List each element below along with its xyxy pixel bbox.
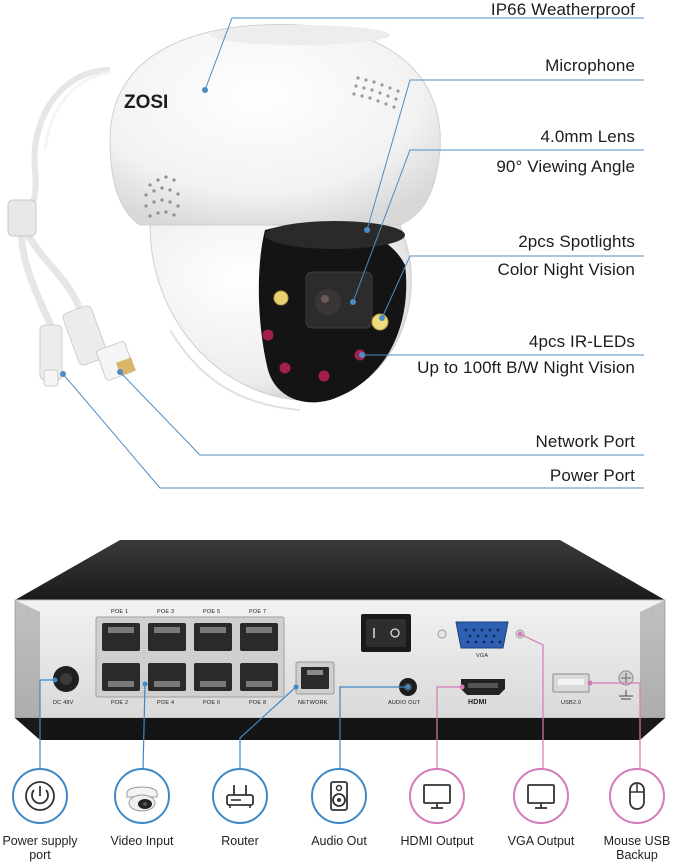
power-icon (12, 768, 68, 824)
vga-label: VGA (476, 653, 489, 659)
vga-output-label: VGA Output (507, 834, 575, 848)
monitor-icon (409, 768, 465, 824)
poe5-label: POE 5 (203, 609, 221, 615)
audio-out-label: Audio Out (311, 834, 367, 848)
mouse-icon (609, 768, 665, 824)
lens-housing (305, 271, 373, 329)
router-item: Router (194, 768, 286, 848)
callout-network-port-title: Network Port (535, 432, 635, 451)
vga-port (455, 621, 509, 649)
ir-leds (262, 329, 366, 382)
dc-jack (53, 666, 79, 692)
monitor-icon (513, 768, 569, 824)
power-supply-port-label: Power supply port (2, 834, 78, 862)
router-label: Router (221, 834, 259, 848)
poe-ports (95, 616, 285, 698)
power-supply-port-item: Power supply port (0, 768, 86, 862)
poe4-label: POE 4 (157, 700, 175, 706)
poe3-label: POE 3 (157, 609, 175, 615)
callout-power-port-title: Power Port (549, 466, 635, 485)
vga-output-item: VGA Output (495, 768, 587, 848)
poe8-label: POE 8 (249, 700, 267, 706)
lens (315, 289, 341, 315)
callout-lens-sub: 90° Viewing Angle (496, 157, 635, 176)
audio-out-item: Audio Out (293, 768, 385, 848)
camera-icon (114, 768, 170, 824)
power-connector (39, 324, 63, 387)
microphone-holes (352, 76, 400, 109)
speaker-icon (311, 768, 367, 824)
callout-microphone-title: Microphone (545, 56, 635, 75)
audio-jack (399, 678, 417, 696)
callout-spotlights-sub: Color Night Vision (497, 260, 635, 279)
poe1-label: POE 1 (111, 609, 129, 615)
callout-lens-title: 4.0mm Lens (540, 127, 635, 146)
cable-splitter (7, 199, 37, 237)
spotlight-left (273, 290, 289, 306)
callout-leaders (62, 17, 644, 489)
mouse-usb-backup-item: Mouse USB Backup (592, 768, 679, 862)
hdmi-label: HDMI (468, 699, 487, 706)
router-icon (212, 768, 268, 824)
ground-screw (618, 670, 634, 686)
poe7-label: POE 7 (249, 609, 267, 615)
nvr-recorder (14, 540, 666, 740)
callout-weatherproof-title: IP66 Weatherproof (490, 0, 635, 19)
camera-ball (149, 224, 412, 401)
cable (19, 67, 111, 227)
power-switch (361, 614, 411, 652)
video-input-item: Video Input (96, 768, 188, 848)
audio-out-label: AUDIO OUT (388, 700, 421, 706)
speaker-grill (144, 175, 180, 218)
hdmi-port (461, 679, 505, 695)
mouse-usb-backup-label: Mouse USB Backup (603, 834, 671, 862)
callout-irleds-title: 4pcs IR-LEDs (528, 332, 635, 351)
camera-faceplate (258, 223, 407, 403)
network-connector (62, 305, 136, 381)
spotlight-right (371, 313, 389, 331)
usb-port (552, 673, 590, 693)
poe2-label: POE 2 (111, 700, 129, 706)
hdmi-output-item: HDMI Output (391, 768, 483, 848)
video-input-label: Video Input (110, 834, 174, 848)
callout-spotlights-title: 2pcs Spotlights (518, 232, 635, 251)
dome-housing (109, 23, 441, 226)
network-label: NETWORK (298, 700, 328, 706)
port-connector-lines-blue (39, 679, 408, 771)
dc-label: DC 48V (53, 700, 74, 706)
poe6-label: POE 6 (203, 700, 221, 706)
brand-logo: ZOSI (124, 92, 168, 113)
network-port (295, 661, 335, 695)
usb-label: USB2.0 (561, 700, 582, 706)
callout-irleds-sub: Up to 100ft B/W Night Vision (417, 358, 635, 377)
hdmi-output-label: HDMI Output (400, 834, 474, 848)
